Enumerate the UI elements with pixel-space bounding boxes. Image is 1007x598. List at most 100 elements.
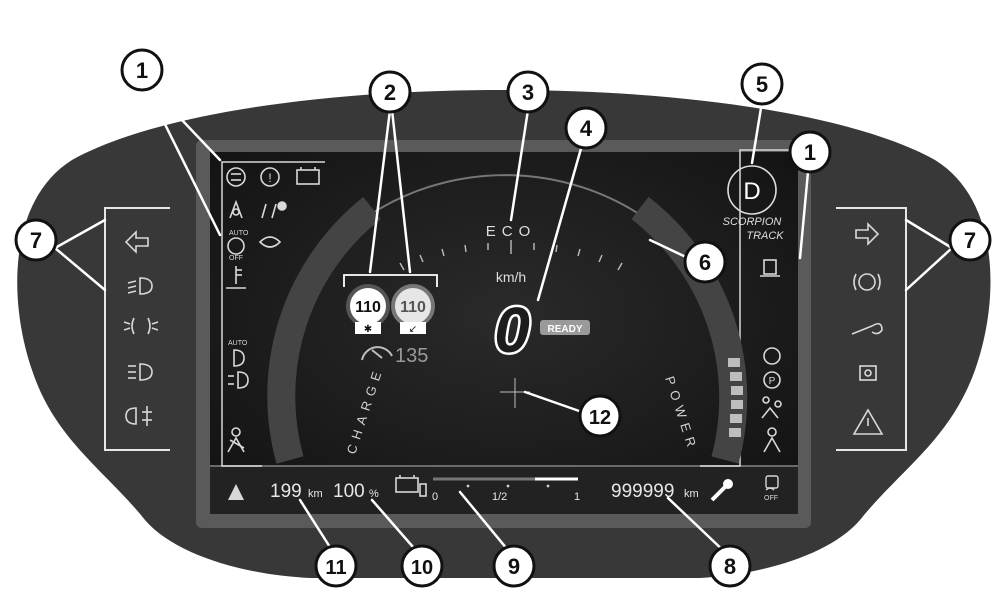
off-label-1: OFF: [229, 255, 243, 262]
callout-4: 4: [564, 106, 608, 150]
low-fuel-icon: [760, 259, 780, 277]
callout-7-left: 7: [14, 218, 58, 262]
tyre-pressure-icon: [853, 273, 881, 291]
svg-text:P: P: [769, 376, 776, 387]
speedo-outer-arc: [361, 174, 649, 221]
svg-text:110: 110: [400, 299, 426, 316]
gauge-max-label: 1: [574, 491, 580, 503]
charge-arc: [267, 197, 381, 464]
right-panel-bracket: [836, 207, 907, 451]
screen-right-icons: P: [760, 259, 782, 453]
svg-text:10: 10: [411, 557, 433, 579]
speed-value: 0: [494, 294, 530, 366]
svg-text:7: 7: [964, 228, 976, 253]
svg-text:1: 1: [804, 140, 816, 165]
svg-text:8: 8: [724, 554, 736, 579]
airbag-off-icon: [761, 396, 782, 419]
speed-limit-sign-2: 110 ↙: [391, 284, 435, 335]
odometer-unit: km: [684, 488, 699, 500]
bottom-info-bar: [210, 466, 798, 514]
callout-11: 11: [314, 544, 358, 588]
abs-icon: [763, 347, 781, 365]
svg-text:↙: ↙: [409, 324, 417, 335]
cruise-control-icon: [361, 346, 393, 361]
svg-text:5: 5: [756, 72, 768, 97]
callout-3: 3: [506, 70, 550, 114]
esc-off-icon: [765, 475, 779, 491]
parking-brake-icon: P: [763, 371, 781, 389]
sidelights-icon: [123, 317, 159, 335]
svg-text:READY: READY: [547, 324, 582, 335]
right-indicator-panel: [851, 222, 884, 435]
ready-badge: [540, 320, 590, 335]
svg-text:!: !: [268, 171, 271, 185]
drive-mode-line1: SCORPION: [723, 216, 782, 228]
callout-6: 6: [683, 240, 727, 284]
battery-percent: 100: [333, 481, 365, 502]
passenger-seatbelt-icon: [763, 427, 781, 453]
turn-right-icon: [855, 222, 880, 246]
battery-icon: [296, 167, 320, 185]
percent-sign: %: [369, 488, 379, 500]
left-indicator-panel: [123, 230, 159, 426]
gear-indicator-ring: [727, 165, 777, 215]
range-value: 199: [270, 481, 302, 502]
callout-7-right: 7: [948, 218, 992, 262]
brake-warning-icon: !: [260, 167, 280, 187]
power-bar-segments: [728, 358, 743, 437]
svg-text:4: 4: [580, 116, 593, 141]
engine-warning-icon: [859, 365, 877, 381]
range-unit: km: [308, 488, 323, 500]
svg-text:1: 1: [136, 58, 148, 83]
display-screen: [210, 152, 798, 514]
svg-text:110: 110: [355, 299, 381, 316]
callout-12: 12: [578, 394, 622, 438]
callout-8: 8: [708, 544, 752, 588]
traffic-sign-icon: [228, 484, 244, 500]
low-beam-icon: [127, 277, 153, 295]
off-label-2: OFF: [764, 495, 778, 502]
lane-assist-icon: [229, 199, 243, 219]
screen-left-icons: !: [226, 167, 320, 453]
gauge-min-label: 0: [432, 491, 438, 503]
callout-5: 5: [740, 62, 784, 106]
svg-text:✱: ✱: [364, 324, 372, 335]
svg-text:9: 9: [508, 554, 520, 579]
callout-1a: 1: [120, 48, 164, 92]
svg-text:12: 12: [589, 407, 611, 429]
drive-mode-line2: TRACK: [746, 230, 784, 242]
svg-text:11: 11: [325, 557, 346, 579]
battery-charge-icon: [395, 475, 427, 497]
auto-label-2: AUTO: [228, 340, 248, 347]
auto-hold-icon: [227, 237, 245, 255]
seatbelt-icon: [227, 427, 245, 453]
coolant-temp-icon: [226, 266, 246, 289]
cruise-speed: 135: [395, 345, 428, 367]
gear-value: D: [743, 178, 760, 205]
callout-1b: 1: [788, 130, 832, 174]
left-panel-bracket: [104, 207, 170, 451]
headlight-adjust-icon: [261, 201, 287, 219]
callout-2: 2: [368, 70, 412, 114]
front-fog-icon: [228, 371, 249, 389]
svg-text:7: 7: [30, 228, 42, 253]
callout-10: 10: [400, 544, 444, 588]
auto-high-beam-icon: [233, 349, 245, 367]
auto-label-1: AUTO: [229, 230, 249, 237]
speed-unit: km/h: [496, 269, 526, 285]
service-wrench-icon: [851, 322, 883, 335]
high-beam-icon: [128, 363, 153, 381]
hazard-triangle-icon: [852, 408, 884, 435]
turn-left-icon: [124, 230, 149, 254]
leader-lines: [53, 76, 954, 557]
svg-text:3: 3: [522, 80, 534, 105]
svg-text:2: 2: [384, 80, 396, 105]
gauge-mid-label: 1/2: [492, 491, 507, 503]
callout-9: 9: [492, 544, 536, 588]
wrench-icon: [710, 479, 733, 502]
svg-text:6: 6: [699, 250, 711, 275]
driver-drowsy-icon: [258, 236, 282, 248]
brake-pad-icon: [226, 167, 246, 187]
